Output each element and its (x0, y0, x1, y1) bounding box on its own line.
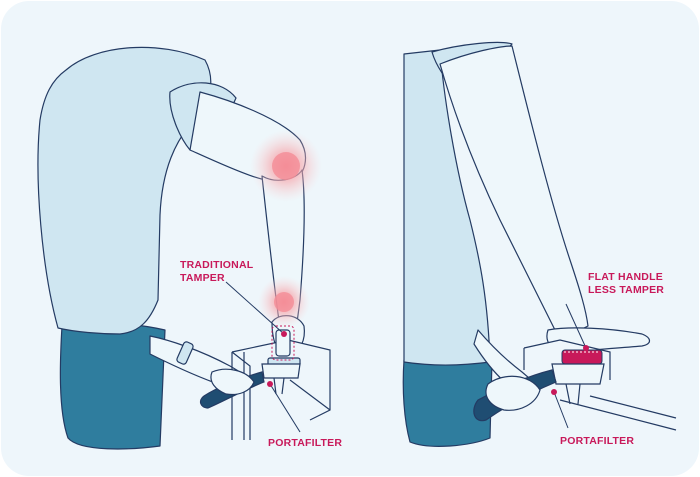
right-portafilter-dot (551, 389, 557, 395)
left-pants (59, 322, 166, 450)
right-shirt (403, 49, 491, 366)
right-portafilter-leader (553, 391, 569, 429)
right-portafilter-label: PORTAFILTER (560, 435, 634, 447)
right-tamper-leader (565, 303, 587, 349)
right-tamper-dot (583, 345, 589, 351)
left-tamper-dot (281, 331, 287, 337)
left-portafilter-leader (269, 383, 301, 433)
left-tamper-label-line1: TRADITIONAL (180, 259, 254, 271)
left-shirt (37, 46, 212, 335)
right-tamper-label-line2: LESS TAMPER (588, 284, 664, 296)
left-hand-grip (210, 368, 255, 396)
left-portafilter-dot (267, 381, 273, 387)
left-portafilter-label: PORTAFILTER (268, 437, 342, 449)
left-elbow-pain-core (272, 152, 300, 180)
left-watch (176, 341, 194, 365)
left-tamper-highlight (271, 325, 295, 361)
left-wrist-pain-core (274, 292, 294, 312)
right-tamper-label-line1: FLAT HANDLE (588, 271, 663, 283)
right-figure (402, 41, 651, 447)
right-hand-grip (485, 375, 541, 411)
left-tamper-label-line2: TAMPER (180, 272, 225, 284)
right-arm (439, 45, 589, 341)
left-tamper-leader (225, 281, 285, 335)
left-espresso-machine (231, 339, 331, 440)
